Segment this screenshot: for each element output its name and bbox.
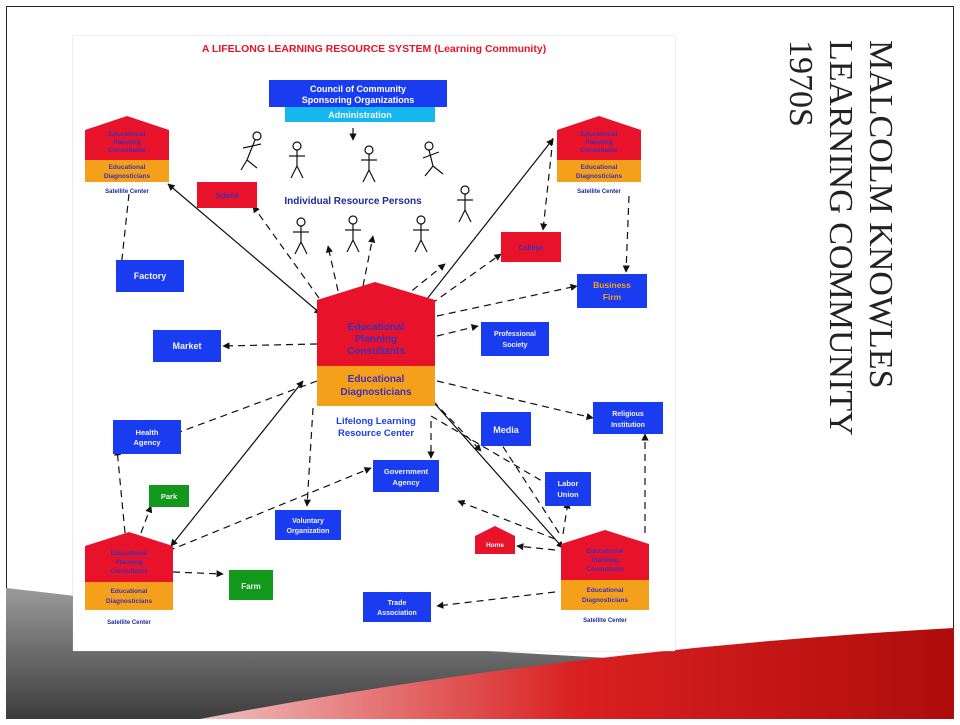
- svg-text:Educational: Educational: [111, 588, 148, 595]
- svg-text:Lifelong Learning: Lifelong Learning: [336, 416, 416, 427]
- svg-text:Consultants: Consultants: [586, 566, 624, 573]
- node-college: College: [501, 232, 561, 262]
- resource-person-figures: [240, 131, 473, 255]
- node-labor-union: Labor Union: [545, 472, 591, 506]
- svg-text:Media: Media: [493, 425, 520, 435]
- svg-text:Satellite Center: Satellite Center: [577, 189, 621, 195]
- dashed-connections: [114, 137, 649, 609]
- node-voluntary-organization: Voluntary Organization: [275, 510, 341, 540]
- center-satellite-tl-line: [167, 183, 322, 315]
- satellite-center-bottom-right: Educational Planning Consultants Educati…: [561, 530, 649, 624]
- node-government-agency: Government Agency: [373, 460, 439, 492]
- learning-system-diagram: A LIFELONG LEARNING RESOURCE SYSTEM (Lea…: [85, 43, 663, 626]
- connections: [167, 128, 564, 549]
- svg-text:Educational: Educational: [581, 164, 618, 171]
- svg-text:School: School: [215, 193, 238, 200]
- center-satellite-br-line: [427, 395, 564, 549]
- svg-text:Planning: Planning: [355, 334, 397, 345]
- svg-text:Society: Society: [503, 342, 528, 349]
- satellite-center-top-left: Educational Planning Consultants Educati…: [85, 116, 169, 195]
- svg-text:Professional: Professional: [494, 331, 536, 338]
- svg-text:Health: Health: [136, 428, 159, 437]
- svg-text:Market: Market: [172, 341, 201, 351]
- node-professional-society: Professional Society: [481, 322, 549, 356]
- node-park: Park: [149, 485, 189, 507]
- svg-text:Religious: Religious: [612, 411, 644, 418]
- svg-text:Planning: Planning: [115, 559, 142, 566]
- node-farm: Farm: [229, 570, 273, 600]
- svg-text:Diagnosticians: Diagnosticians: [106, 598, 153, 605]
- administration-box: Administration: [285, 107, 435, 122]
- svg-text:Voluntary: Voluntary: [292, 518, 324, 525]
- slide-title-line-2: LEARNING COMMUNITY: [822, 40, 859, 436]
- svg-text:Organization: Organization: [287, 528, 330, 535]
- svg-text:Satellite Center: Satellite Center: [583, 618, 627, 624]
- svg-text:Consultants: Consultants: [580, 147, 618, 154]
- svg-text:Union: Union: [557, 490, 579, 499]
- svg-text:Diagnosticians: Diagnosticians: [104, 173, 151, 180]
- satellite-center-top-right: Educational Planning Consultants Educati…: [557, 116, 641, 195]
- diagram-title: A LIFELONG LEARNING RESOURCE SYSTEM (Lea…: [202, 43, 546, 55]
- svg-text:Consultants: Consultants: [347, 346, 405, 357]
- svg-text:Educational: Educational: [348, 374, 405, 385]
- svg-text:Trade: Trade: [388, 600, 407, 607]
- svg-text:Planning: Planning: [113, 139, 140, 146]
- svg-text:Educational: Educational: [111, 550, 148, 557]
- resource-persons-label: Individual Resource Persons: [284, 196, 422, 207]
- svg-text:Diagnosticians: Diagnosticians: [576, 173, 623, 180]
- svg-text:Satellite Center: Satellite Center: [107, 620, 151, 626]
- svg-text:Consultants: Consultants: [108, 147, 146, 154]
- svg-text:Resource Center: Resource Center: [338, 428, 414, 439]
- svg-text:Educational: Educational: [109, 164, 146, 171]
- node-business-firm: Business Firm: [577, 274, 647, 308]
- svg-text:Satellite Center: Satellite Center: [105, 189, 149, 195]
- svg-text:Sponsoring Organizations: Sponsoring Organizations: [302, 95, 415, 105]
- svg-text:Institution: Institution: [611, 422, 645, 429]
- svg-text:College: College: [518, 245, 543, 252]
- svg-text:Planning: Planning: [591, 557, 618, 564]
- svg-text:Factory: Factory: [134, 271, 167, 281]
- slide-title-line-3: 1970S: [782, 40, 819, 127]
- svg-text:Agency: Agency: [133, 438, 161, 447]
- svg-text:Educational: Educational: [581, 131, 618, 138]
- center-satellite-bl-line: [170, 380, 304, 547]
- svg-text:Association: Association: [377, 610, 417, 617]
- learning-community-figure: A LIFELONG LEARNING RESOURCE SYSTEM (Lea…: [73, 36, 675, 651]
- svg-text:Planning: Planning: [585, 139, 612, 146]
- node-school: School: [197, 182, 257, 208]
- svg-text:Diagnosticians: Diagnosticians: [340, 387, 412, 398]
- node-trade-association: Trade Association: [363, 592, 431, 622]
- council-box: Council of Community Sponsoring Organiza…: [269, 80, 447, 107]
- slide-title: MALCOLM KNOWLES LEARNING COMMUNITY 1970S: [760, 40, 910, 570]
- svg-text:Consultants: Consultants: [110, 568, 148, 575]
- center-satellite-tr-line: [422, 138, 554, 305]
- node-religious-institution: Religious Institution: [593, 402, 663, 434]
- svg-text:Educational: Educational: [587, 587, 624, 594]
- node-media: Media: [481, 412, 531, 446]
- svg-text:Farm: Farm: [241, 582, 261, 591]
- satellite-center-bottom-left: Educational Planning Consultants Educati…: [85, 532, 173, 626]
- svg-text:Park: Park: [161, 492, 178, 501]
- node-market: Market: [153, 330, 221, 362]
- svg-text:Agency: Agency: [392, 478, 420, 487]
- svg-text:Home: Home: [486, 542, 504, 549]
- svg-text:Firm: Firm: [603, 292, 622, 302]
- svg-text:Government: Government: [384, 467, 429, 476]
- svg-text:Educational: Educational: [109, 131, 146, 138]
- svg-text:Business: Business: [593, 280, 631, 290]
- slide-title-svg: MALCOLM KNOWLES LEARNING COMMUNITY 1970S: [782, 40, 899, 436]
- node-factory: Factory: [116, 260, 184, 292]
- node-home: Home: [475, 526, 515, 554]
- svg-text:Administration: Administration: [328, 110, 392, 120]
- svg-text:Labor: Labor: [558, 479, 579, 488]
- svg-text:Diagnosticians: Diagnosticians: [582, 597, 629, 604]
- lifelong-learning-resource-center: Educational Planning Consultants Educati…: [317, 282, 435, 439]
- node-health-agency: Health Agency: [113, 420, 181, 454]
- svg-text:Educational: Educational: [587, 548, 624, 555]
- svg-text:Council of Community: Council of Community: [310, 84, 406, 94]
- slide-title-line-1: MALCOLM KNOWLES: [862, 40, 899, 388]
- svg-text:Educational: Educational: [348, 322, 405, 333]
